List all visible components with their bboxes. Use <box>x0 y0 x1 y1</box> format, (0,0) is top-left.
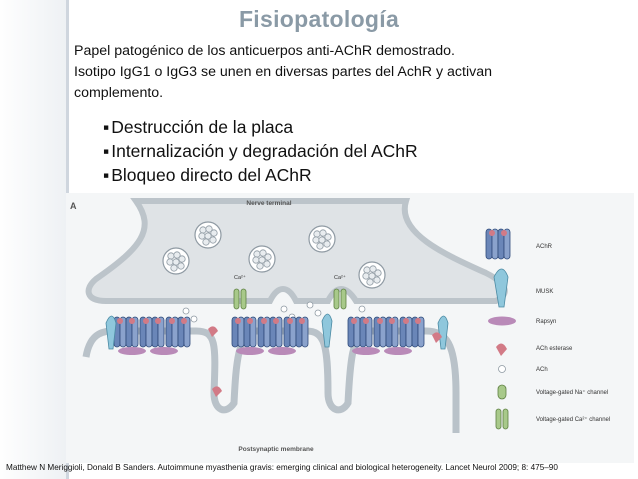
ach-esterase-group <box>208 326 442 397</box>
legend-item-ach: ACh <box>498 365 548 373</box>
rapsyn-group <box>118 347 412 355</box>
legend-item-ca-channel: Voltage-gated Ca²⁺ channel <box>495 408 610 430</box>
svg-text:ACh esterase: ACh esterase <box>536 346 573 352</box>
slide-title: Fisiopatología <box>238 6 400 32</box>
paragraph-line: complemento. <box>74 85 164 101</box>
synaptic-vesicle <box>358 261 386 289</box>
postsynaptic-label: Postsynaptic membrane <box>238 446 314 453</box>
achr-cluster <box>347 316 425 348</box>
svg-text:Voltage-gated Ca²⁺ channel: Voltage-gated Ca²⁺ channel <box>536 416 610 423</box>
panel-letter: A <box>70 201 77 211</box>
synaptic-vesicle <box>162 247 190 275</box>
synaptic-vesicle <box>308 225 336 253</box>
left-decorative-bar <box>0 0 66 479</box>
paragraph-line: Papel patogénico de los anticuerpos anti… <box>74 43 455 59</box>
bullet-item: Internalización y degradación del AChR <box>103 139 417 163</box>
legend-item-musk: MUSK <box>493 268 553 308</box>
nerve-terminal-label: Nerve terminal <box>246 200 291 207</box>
neuromuscular-junction-figure: Nerve terminal A Ca²⁺ Ca²⁺ Postsynaptic … <box>66 193 634 463</box>
paragraph-line: Isotipo IgG1 o IgG3 se unen en diversas … <box>74 64 492 80</box>
calcium-label: Ca²⁺ <box>234 274 246 281</box>
legend-item-rapsyn: Rapsyn <box>488 316 556 326</box>
achr-cluster <box>113 316 191 348</box>
figure-legend: AChR MUSK Rapsyn ACh esterase ACh Voltag… <box>485 228 610 430</box>
legend-item-ach-esterase: ACh esterase <box>496 343 573 356</box>
musk-group <box>105 313 449 350</box>
bullet-item: Destrucción de la placa <box>103 115 418 139</box>
synaptic-vesicle <box>194 221 222 249</box>
bullet-item: Bloqueo directo del AChR <box>103 163 418 187</box>
synaptic-vesicle <box>248 245 276 273</box>
figure-citation: Matthew N Meriggioli, Donald B Sanders. … <box>6 463 558 472</box>
legend-item-achr: AChR <box>485 228 553 260</box>
svg-text:Voltage-gated Na⁺ channel: Voltage-gated Na⁺ channel <box>536 389 608 396</box>
bullet-list: Destrucción de la placa Internalización … <box>103 115 418 187</box>
svg-text:ACh: ACh <box>536 367 548 373</box>
slide-paragraph: Papel patogénico de los anticuerpos anti… <box>74 41 634 104</box>
legend-item-na-channel: Voltage-gated Na⁺ channel <box>497 384 608 400</box>
svg-text:AChR: AChR <box>536 244 553 250</box>
nerve-terminal <box>85 198 508 304</box>
svg-text:MUSK: MUSK <box>536 289 553 295</box>
svg-text:Rapsyn: Rapsyn <box>536 319 556 325</box>
calcium-label: Ca²⁺ <box>334 274 346 281</box>
achr-cluster <box>231 316 309 348</box>
